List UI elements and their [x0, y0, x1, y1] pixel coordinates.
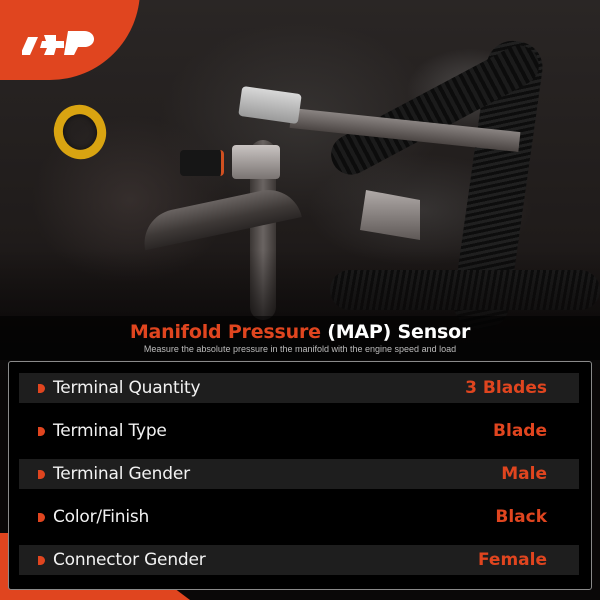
- spec-value: Male: [501, 464, 547, 484]
- spec-label: Terminal Quantity: [53, 378, 201, 398]
- spec-label: Terminal Type: [53, 421, 167, 441]
- spec-row-terminal-gender: Terminal Gender Male: [19, 459, 579, 489]
- spec-row-color-finish: Color/Finish Black: [19, 502, 579, 532]
- white-tape: [238, 85, 302, 125]
- page-subtitle: Measure the absolute pressure in the man…: [143, 344, 457, 354]
- title-red-part: Manifold Pressure: [129, 321, 321, 343]
- title-band: Manifold Pressure (MAP) Sensor Measure t…: [0, 316, 600, 360]
- spec-label: Color/Finish: [53, 507, 150, 527]
- map-sensor: [232, 145, 280, 179]
- vacuum-hose-curve: [138, 183, 302, 251]
- bullet-icon: [38, 512, 45, 522]
- oil-cap-ring: [46, 98, 114, 166]
- brand-logo-icon: [22, 31, 95, 55]
- metal-bracket: [360, 190, 420, 240]
- bullet-icon: [38, 426, 45, 436]
- page-title: Manifold Pressure (MAP) Sensor: [0, 316, 600, 343]
- spec-value: Black: [495, 507, 547, 527]
- spec-label: Terminal Gender: [53, 464, 190, 484]
- spec-value: 3 Blades: [465, 378, 547, 398]
- spec-value: Blade: [493, 421, 547, 441]
- bullet-icon: [38, 469, 45, 479]
- bullet-icon: [38, 383, 45, 393]
- spec-row-terminal-type: Terminal Type Blade: [19, 416, 579, 446]
- spec-row-terminal-quantity: Terminal Quantity 3 Blades: [19, 373, 579, 403]
- bullet-icon: [38, 555, 45, 565]
- title-white-part: (MAP) Sensor: [327, 321, 471, 343]
- spec-label: Connector Gender: [53, 550, 206, 570]
- spec-row-connector-gender: Connector Gender Female: [19, 545, 579, 575]
- sensor-connector: [180, 150, 224, 176]
- spec-value: Female: [478, 550, 547, 570]
- specs-table: Terminal Quantity 3 Blades Terminal Type…: [8, 361, 592, 590]
